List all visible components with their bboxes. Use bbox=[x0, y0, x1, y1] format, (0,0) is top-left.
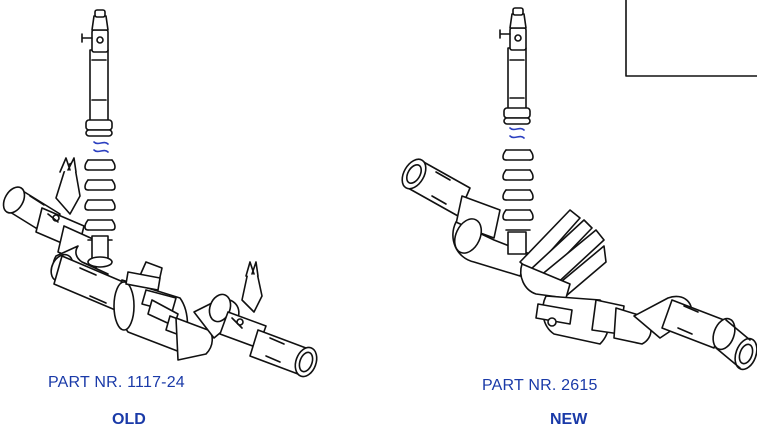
old-ball-valve bbox=[113, 261, 189, 353]
old-vent-cap bbox=[81, 9, 109, 53]
new-riser-spring bbox=[502, 47, 534, 255]
new-assembly-drawing bbox=[401, 0, 757, 371]
old-part-number-label: PART NR. 1117-24 bbox=[48, 374, 185, 391]
new-left-elbow bbox=[452, 195, 531, 277]
old-riser-spring bbox=[84, 49, 116, 268]
new-right-outlet-pipe bbox=[661, 299, 757, 371]
old-right-outlet-pipe bbox=[249, 329, 318, 378]
old-status-label: OLD bbox=[112, 411, 146, 428]
reference-box bbox=[625, 0, 757, 77]
new-part-number-label: PART NR. 2615 bbox=[482, 377, 598, 394]
new-vent-cap bbox=[499, 7, 527, 51]
new-status-label: NEW bbox=[550, 411, 588, 428]
new-valve-block bbox=[519, 209, 607, 299]
old-right-elbow bbox=[175, 293, 240, 361]
old-assembly-drawing bbox=[2, 9, 318, 378]
new-ball-valve bbox=[535, 295, 625, 345]
